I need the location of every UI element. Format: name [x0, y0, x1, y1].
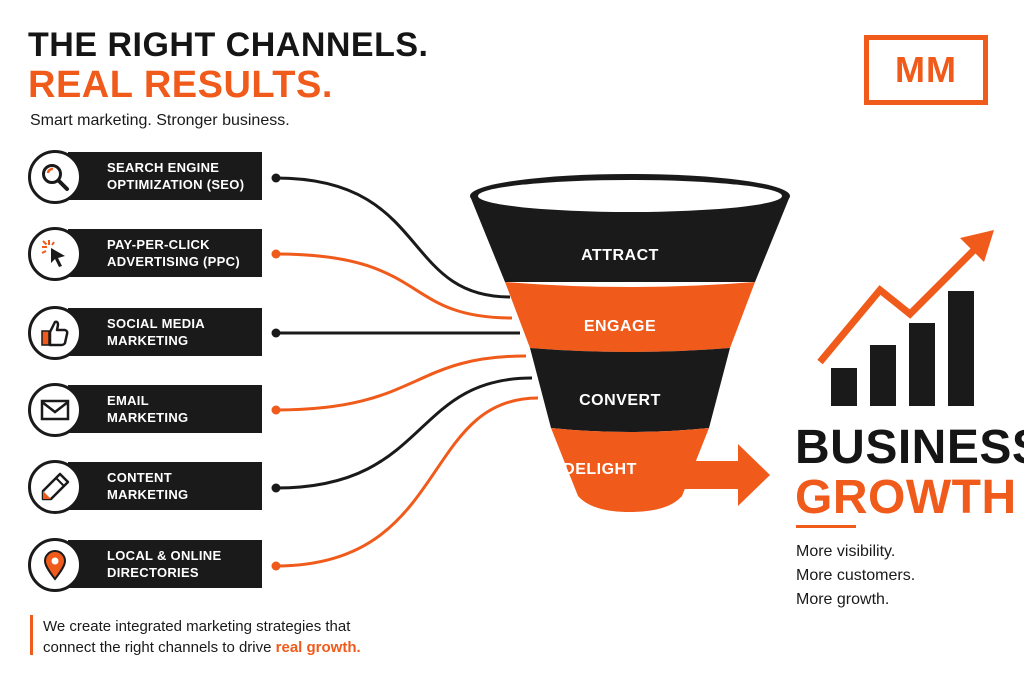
- channel-directories-line1: LOCAL & ONLINE: [107, 548, 222, 563]
- funnel-label-engage: ENGAGE: [583, 318, 657, 335]
- footer-line2-text: connect the right channels to drive: [43, 639, 276, 656]
- magnifier-icon: [28, 150, 82, 204]
- funnel-label-convert: CONVERT: [579, 392, 661, 409]
- growth-arrow: [680, 444, 770, 506]
- growth-bullet: More visibility.: [796, 543, 896, 560]
- channel-social-line2: MARKETING: [107, 333, 189, 348]
- funnel-label-attract: ATTRACT: [581, 247, 659, 264]
- channel-label-content: CONTENT MARKETING: [68, 462, 262, 510]
- connector-email: [275, 354, 527, 412]
- growth-bullets: More visibility. More customers. More gr…: [796, 540, 915, 612]
- connector-dot-directories: [271, 561, 281, 571]
- channel-label-directories: LOCAL & ONLINE DIRECTORIES: [68, 540, 262, 588]
- growth-bullet: More customers.: [796, 567, 916, 584]
- footer-highlight: real growth.: [275, 639, 361, 656]
- logo: MM: [864, 35, 988, 105]
- map-pin-icon: [28, 538, 82, 592]
- connector-seo: [275, 176, 511, 299]
- connector-content: [275, 376, 533, 490]
- channel-label-ppc: PAY-PER-CLICK ADVERTISING (PPC): [68, 229, 262, 277]
- channel-social: SOCIAL MEDIA MARKETING: [28, 306, 268, 362]
- channel-social-line1: SOCIAL MEDIA: [107, 316, 205, 331]
- channel-label-email: EMAIL MARKETING: [68, 385, 262, 433]
- channel-directories-line2: DIRECTORIES: [107, 565, 199, 580]
- funnel-stage-convert: [530, 348, 730, 432]
- logo-text: MM: [895, 49, 957, 90]
- channel-label-social: SOCIAL MEDIA MARKETING: [68, 308, 262, 356]
- channel-email: EMAIL MARKETING: [28, 383, 268, 439]
- connector-dot-social: [271, 328, 281, 338]
- cursor-click-icon: [28, 227, 82, 281]
- channel-email-line1: EMAIL: [107, 393, 149, 408]
- funnel-label-delight: DELIGHT: [563, 461, 637, 478]
- channel-seo-line1: SEARCH ENGINE: [107, 160, 220, 175]
- channel-seo-line2: OPTIMIZATION (SEO): [107, 177, 245, 192]
- connector-dot-seo: [271, 173, 281, 183]
- footer-line2: connect the right channels to drive real…: [43, 637, 361, 658]
- envelope-icon: [28, 383, 82, 437]
- growth-title-line2: GROWTH: [795, 471, 1017, 524]
- pencil-icon: [28, 460, 82, 514]
- connector-dot-content: [271, 483, 281, 493]
- title-line1: THE RIGHT CHANNELS.: [28, 26, 429, 64]
- connector-ppc: [275, 252, 513, 320]
- growth-bullet: More growth.: [796, 591, 890, 608]
- footer-accent-rule: [30, 615, 33, 655]
- subtitle: Smart marketing. Stronger business.: [30, 112, 290, 129]
- channel-content: CONTENT MARKETING: [28, 460, 268, 516]
- channel-email-line2: MARKETING: [107, 410, 189, 425]
- channel-ppc: PAY-PER-CLICK ADVERTISING (PPC): [28, 227, 268, 283]
- channel-content-line1: CONTENT: [107, 470, 172, 485]
- rising-bar-chart-icon: [817, 230, 994, 406]
- funnel-stage-engage: [505, 282, 755, 352]
- funnel: [470, 174, 790, 512]
- funnel-opening: [478, 180, 782, 212]
- channel-seo: SEARCH ENGINE OPTIMIZATION (SEO): [28, 150, 268, 206]
- funnel-stage-attract: [470, 196, 790, 282]
- footer-line1: We create integrated marketing strategie…: [43, 618, 351, 635]
- funnel-stage-delight: [551, 428, 709, 512]
- connector-dot-ppc: [271, 249, 281, 259]
- channel-directories: LOCAL & ONLINE DIRECTORIES: [28, 538, 268, 594]
- footer-text: We create integrated marketing strategie…: [43, 616, 361, 658]
- title-line2: REAL RESULTS.: [28, 64, 333, 106]
- channel-ppc-line1: PAY-PER-CLICK: [107, 237, 210, 252]
- channel-label-seo: SEARCH ENGINE OPTIMIZATION (SEO): [68, 152, 262, 200]
- growth-divider: [796, 525, 856, 528]
- connector-dot-email: [271, 405, 281, 415]
- connector-directories: [275, 396, 539, 568]
- channel-ppc-line2: ADVERTISING (PPC): [107, 254, 240, 269]
- growth-title-line1: BUSINESS: [795, 421, 1024, 474]
- channel-content-line2: MARKETING: [107, 487, 189, 502]
- thumbs-up-icon: [28, 306, 82, 360]
